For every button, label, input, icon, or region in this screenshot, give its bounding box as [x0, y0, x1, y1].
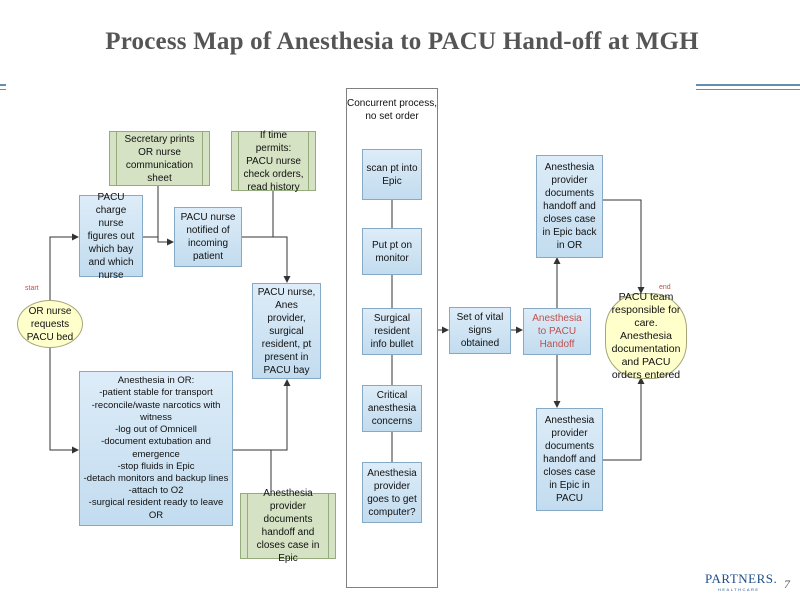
start-label: start — [25, 285, 39, 292]
secretary-prints-node: Secretary prints OR nurse communication … — [109, 131, 210, 186]
present-in-bay-node: PACU nurse, Anes provider, surgical resi… — [252, 283, 321, 379]
anesthesia-documents-or-node: Anesthesia provider documents handoff an… — [536, 155, 603, 258]
anesthesia-documents-epic-node: Anesthesia provider documents handoff an… — [240, 488, 336, 564]
title-rule-right-thin — [696, 89, 800, 90]
concurrent-step-scan: scan pt into Epic — [362, 149, 422, 200]
wire-notified-to-bay — [242, 236, 291, 283]
concurrent-step-monitor: Put pt on monitor — [362, 228, 422, 275]
wire-docsor-to-team — [603, 199, 645, 294]
anesthesia-in-or-node: Anesthesia in OR: -patient stable for tr… — [79, 371, 233, 526]
wire-start-down — [49, 347, 79, 454]
page-title: Process Map of Anesthesia to PACU Hand-o… — [105, 28, 699, 55]
anesthesia-documents-pacu-node: Anesthesia provider documents handoff an… — [536, 408, 603, 511]
wire-charge-to-notified — [143, 236, 174, 246]
partners-logo: PARTNERS. — [705, 571, 778, 586]
concurrent-step-resident-bullet: Surgical resident info bullet — [362, 308, 422, 355]
pacu-team-responsible-node: PACU team responsible for care. Anesthes… — [605, 291, 687, 381]
title-rule-left — [0, 84, 6, 86]
title-rule-right — [696, 84, 800, 86]
title-rule-left-thin — [0, 89, 6, 90]
wire-docspacu-to-team — [603, 377, 645, 461]
concurrent-step-critical-concerns: Critical anesthesia concerns — [362, 385, 422, 432]
wire-anes-to-bay — [233, 379, 291, 451]
pacu-nurse-notified-node: PACU nurse notified of incoming patient — [174, 207, 242, 267]
anesthesia-to-pacu-handoff-node: Anesthesia to PACU Handoff — [523, 308, 591, 355]
or-nurse-requests-node: OR nurse requests PACU bed — [17, 300, 83, 348]
wire-start-up — [49, 233, 79, 300]
vital-signs-node: Set of vital signs obtained — [449, 307, 511, 354]
partners-logo-subtitle: HEALTHCARE — [718, 587, 760, 592]
concurrent-header: Concurrent process, no set order — [346, 98, 438, 122]
concurrent-step-get-computer: Anesthesia provider goes to get computer… — [362, 462, 422, 523]
if-time-permits-node: If time permits: PACU nurse check orders… — [231, 130, 316, 193]
pacu-charge-nurse-node: PACU charge nurse figures out which bay … — [79, 192, 143, 281]
page-number: 7 — [784, 577, 790, 591]
end-label: end — [659, 284, 671, 291]
